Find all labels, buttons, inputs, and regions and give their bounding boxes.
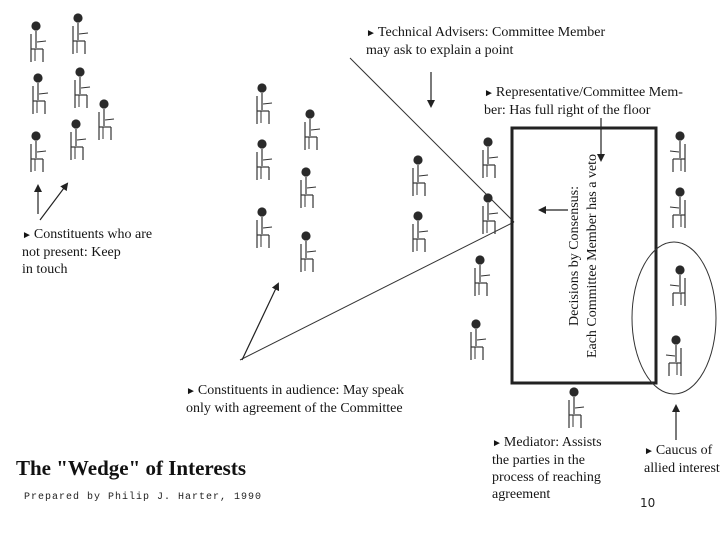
chair-figure (482, 136, 499, 179)
page-number: 10 (640, 496, 656, 510)
chair-figure (412, 210, 429, 253)
chair-figure (70, 118, 87, 161)
chair-figure (670, 187, 685, 228)
chair-figure (470, 318, 487, 361)
chair-figure (304, 108, 321, 151)
chair-figure (670, 265, 685, 306)
label-caucus: ►Caucus of allied interest (644, 443, 720, 476)
arrow-audience (241, 282, 280, 361)
arrow-absent-right (39, 182, 69, 221)
chair-figure (30, 20, 47, 63)
chair-figure (98, 98, 115, 141)
chair-figure (72, 12, 89, 55)
chair-figure (256, 138, 273, 181)
chair-figure (568, 386, 585, 429)
committee-table (510, 126, 658, 385)
chair-figure (670, 131, 685, 172)
chair-figure (482, 192, 499, 235)
credit-line: Prepared by Philip J. Harter, 1990 (24, 492, 263, 503)
chair-figure (256, 206, 273, 249)
chair-figure (300, 166, 317, 209)
wedge-line-lower (239, 221, 515, 361)
label-constituents-audience: ►Constituents in audience: May speak onl… (186, 383, 404, 416)
label-mediator: ►Mediator: Assists the parties in the pr… (492, 435, 602, 502)
diagram-title: The "Wedge" of Interests (16, 456, 246, 480)
chair-figure (412, 154, 429, 197)
caucus-ellipse (631, 241, 717, 395)
chair-figure (300, 230, 317, 273)
chair-figure (74, 66, 91, 109)
label-technical-advisers: ►Technical Advisers: Committee Member ma… (366, 25, 606, 58)
chair-figure (256, 82, 273, 125)
chair-figure (666, 335, 681, 376)
label-constituents-absent: ►Constituents who are not present: Keep … (22, 227, 153, 277)
chair-figure (474, 254, 491, 297)
chair-figure (30, 130, 47, 173)
chair-figure (32, 72, 49, 115)
label-representative: ►Representative/Committee Mem- ber: Has … (484, 85, 683, 118)
